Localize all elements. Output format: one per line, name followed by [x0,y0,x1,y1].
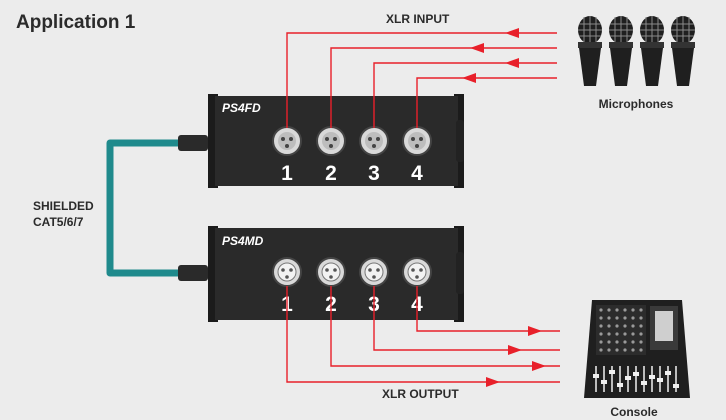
ps4fd-connector-1 [272,126,302,156]
ps4md-connector-4 [402,257,432,287]
ps4fd-model-label: PS4FD [222,101,261,115]
microphone-icon [578,16,695,86]
ps4fd-connector-4 [402,126,432,156]
xlr-output-lines [286,286,560,383]
ps4md-model-label: PS4MD [222,234,264,248]
diagram-title: Application 1 [16,12,136,33]
ps4md-connector-2 [316,257,346,287]
xlr-input-arrows [462,28,519,83]
shielded-cable [106,135,208,281]
ps4md-connector-3 [359,257,389,287]
ps4fd-connector-3 [359,126,389,156]
mixing-console-icon [584,300,690,398]
cable-label-line1: SHIELDED [33,199,94,213]
ps4fd-connector-2 [316,126,346,156]
xlr-input-lines [286,32,557,128]
ps4md-connector-1 [272,257,302,287]
xlr-input-label: XLR INPUT [386,12,450,26]
xlr-output-label: XLR OUTPUT [382,387,459,401]
xlr-output-arrows [486,326,546,387]
ps4fd-channel-3: 3 [368,162,380,185]
console-label: Console [610,405,658,419]
ps4fd-channel-4: 4 [411,162,423,185]
ps4fd-channel-1: 1 [281,162,293,185]
microphones-label: Microphones [599,97,674,111]
ps4fd-channel-2: 2 [325,162,337,185]
cable-label-line2: CAT5/6/7 [33,215,84,229]
